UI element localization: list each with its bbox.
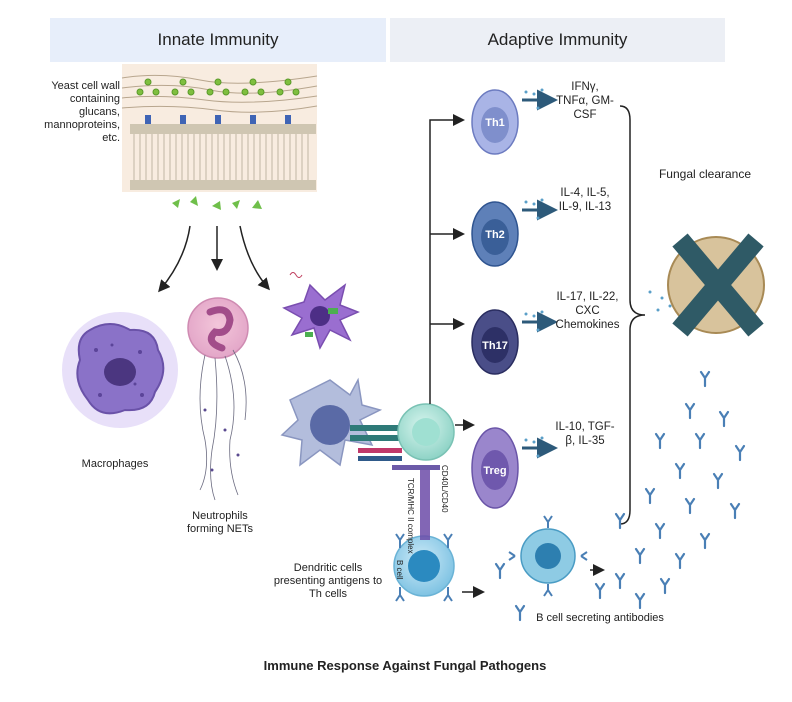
arrow-to-th1 [429,114,465,404]
treg-label: Treg [483,465,506,477]
innate-immunity-header: Innate Immunity [50,18,386,62]
fungal-cell-cleared [667,233,765,337]
dendritic-cell-presenting [280,377,383,467]
differentiation-arrows [429,114,605,598]
cd40-label: CD40L/CD40 [440,465,449,513]
b-cell-secreting-label: B cell secreting antibodies [536,612,664,624]
innate-arrows [158,225,270,293]
secretion-arrows [522,89,558,459]
tcr-mhc-label: TCR/MHC II complex [406,478,415,554]
figure-title: Immune Response Against Fungal Pathogens [263,658,547,673]
th2-cytokines: IL-4, IL-5, IL-9, IL-13 [558,187,612,213]
yeast-wall-label: Yeast cell wall containing glucans, mann… [44,80,120,144]
adaptive-immunity-title: Adaptive Immunity [487,30,628,49]
dendritic-label: Dendritic cells presenting antigens to T… [273,562,383,600]
antibody-secreting-b-cell [508,515,588,597]
yeast-cell-wall [121,64,318,192]
adaptive-immunity-header: Adaptive Immunity [390,18,725,62]
th1-cell [471,89,519,155]
innate-immunity-title: Innate Immunity [157,30,279,49]
converging-brace [619,105,646,525]
th17-cell [471,309,519,375]
th1-cytokines: IFNγ, TNFα, GM-CSF [556,81,614,121]
treg-cytokines: IL-10, TGF-β, IL-35 [555,421,615,447]
arrow-to-macrophage [158,225,191,293]
wall-proteins [145,115,291,125]
naive-t-cell [397,403,455,461]
neutrophil-cell [187,297,249,501]
cytokine-dots [524,88,676,458]
th17-label: Th17 [482,340,508,352]
arrow-to-dendritic [239,225,270,291]
macrophage-cell [62,312,178,428]
th2-label: Th2 [485,229,505,241]
fungal-clearance-label: Fungal clearance [658,167,752,181]
dendritic-cell-immature [282,272,360,350]
pamp-fragments [172,196,262,210]
net-fibers [199,349,247,501]
th1-label: Th1 [485,117,505,129]
macrophages-label: Macrophages [81,458,149,470]
b-cell-label: B cell [395,560,404,580]
neutrophils-label: Neutrophils forming NETs [186,510,254,535]
antibodies [494,370,746,622]
mannoprotein-trees [136,78,300,96]
th17-cytokines: IL-17, IL-22, CXC Chemokines [555,291,620,331]
tcr-mhc-interaction [350,425,440,470]
th2-cell [471,201,519,267]
membrane-bilayer [130,124,316,190]
naive-b-cell [393,470,455,602]
x-mark-icon [672,233,764,337]
treg-cell [471,427,519,509]
